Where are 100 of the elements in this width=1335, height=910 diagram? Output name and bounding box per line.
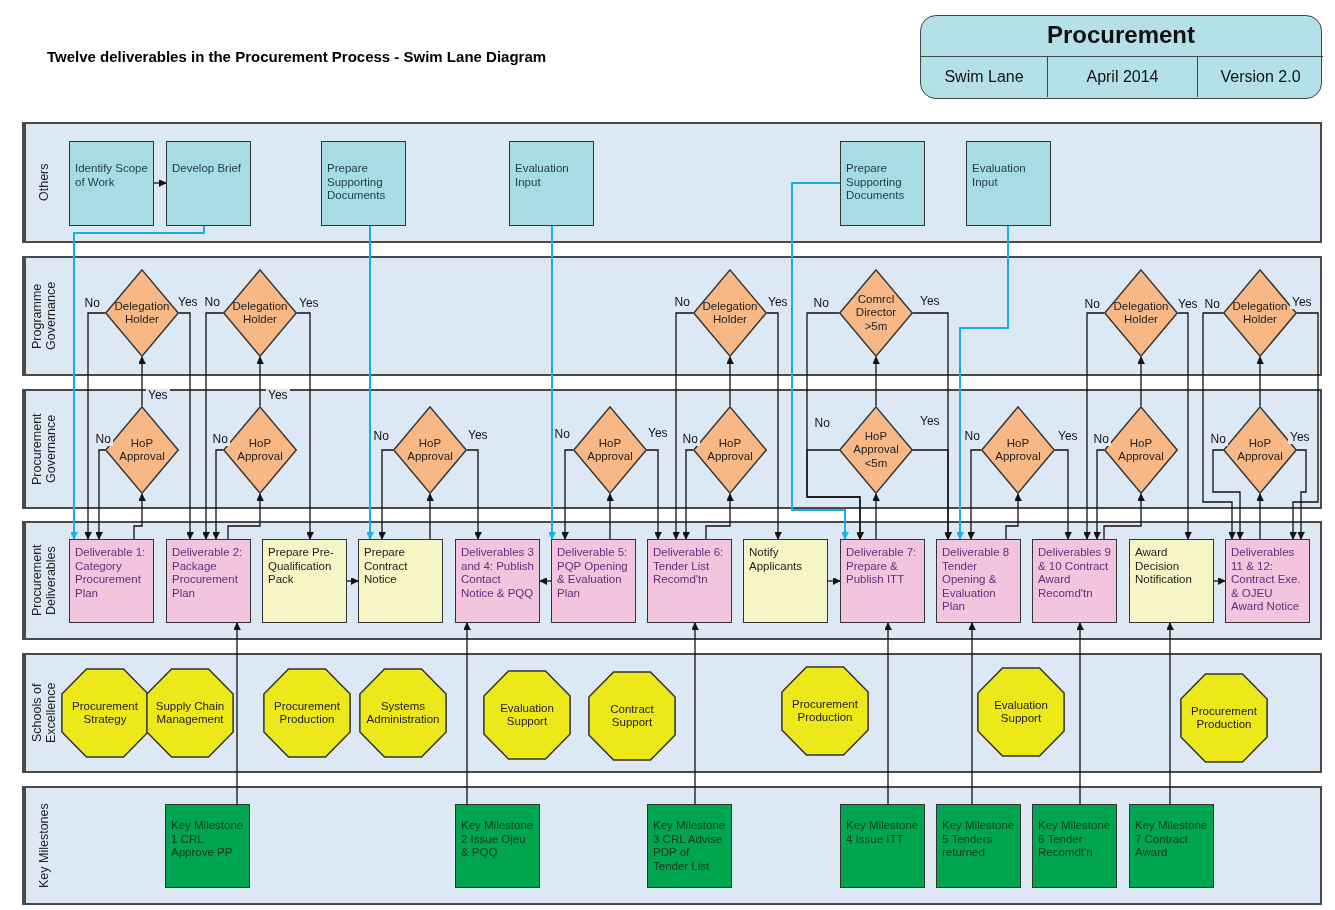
arrow [256, 356, 264, 407]
title-block-cell: Swim Lane [921, 56, 1047, 97]
arrow [366, 225, 374, 540]
arrow [705, 493, 734, 540]
arrow [1213, 577, 1226, 585]
arrow [1005, 493, 1022, 540]
task-box: Evaluation Input [509, 141, 594, 226]
arrow [1256, 356, 1264, 407]
arrow [378, 449, 394, 540]
edge-label: Yes [1056, 430, 1080, 443]
task-box: Prepare Supporting Documents [321, 141, 406, 226]
octagon-shape: Supply Chain Management [146, 668, 234, 758]
arrow [1076, 622, 1084, 805]
decision-diamond: Delegation Holder [223, 269, 297, 357]
arrow [70, 225, 205, 540]
arrow [1212, 449, 1244, 540]
arrow [227, 493, 264, 540]
arrow [346, 577, 359, 585]
edge-label: Yes [466, 429, 490, 442]
arrow [884, 622, 892, 805]
swim-lane [22, 786, 1322, 905]
milestone-box: Key Milestone 5 Tenders returned [936, 804, 1021, 888]
arrow [561, 449, 574, 540]
title-block-heading: Procurement [1045, 20, 1196, 50]
milestone-box: Key Milestone 7 Contract Award [1129, 804, 1214, 888]
arrow [806, 312, 864, 540]
octagon-shape: Procurement Production [1180, 673, 1268, 763]
lane-label: Programme Governance [24, 258, 62, 374]
arrow [212, 449, 224, 540]
arrow [967, 449, 982, 540]
swim-lane [22, 653, 1322, 773]
task-box: Notify Applicants [743, 539, 828, 623]
lane-label: Procurement Governance [24, 391, 62, 507]
decision-diamond: Delegation Holder [693, 269, 767, 357]
arrow [726, 356, 734, 407]
deliverable-box: Deliverable 6: Tender List Recomd'tn [647, 539, 732, 623]
milestone-box: Key Milestone 3 CRL Advise PDP of Tender List [647, 804, 732, 888]
milestone-box: Key Milestone 6 Tender Recomdt'n [1032, 804, 1117, 888]
lane-label: Procurement Deliverables [24, 523, 62, 638]
swim-lane [22, 256, 1322, 376]
octagon-shape: Contract Support [588, 671, 676, 761]
decision-diamond: Comrcl Director >5m [839, 269, 913, 357]
milestone-box: Key Milestone 2 Issue Ojeu & PQQ [455, 804, 540, 888]
task-box: Prepare Contract Notice [358, 539, 443, 623]
arrow [827, 577, 841, 585]
edge-label: Yes [1176, 298, 1200, 311]
arrow [1202, 312, 1236, 540]
octagon-shape: Procurement Production [263, 668, 351, 758]
title-block-cell: April 2014 [1047, 56, 1197, 97]
arrow [682, 449, 694, 540]
arrow [233, 622, 241, 805]
deliverable-box: Deliverable 1: Category Procurement Plan [69, 539, 154, 623]
task-box: Award Decision Notification [1129, 539, 1214, 623]
edge-label: Yes [918, 415, 942, 428]
arrow [872, 356, 880, 407]
arrow [1289, 312, 1319, 540]
edge-label: Yes [646, 427, 670, 440]
deliverable-box: Deliverables 9 & 10 Contract Award Recomd'tn [1032, 539, 1117, 623]
arrow [872, 493, 880, 540]
decision-diamond: HoP Approval [393, 406, 467, 494]
arrow [1093, 449, 1105, 540]
decision-diamond: Delegation Holder [1104, 269, 1178, 357]
arrow [153, 179, 167, 187]
swim-lane [22, 521, 1322, 640]
octagon-shape: Evaluation Support [977, 667, 1065, 757]
milestone-box: Key Milestone 4 Issue ITT [840, 804, 925, 888]
decision-diamond: Delegation Holder [105, 269, 179, 357]
arrow [539, 577, 552, 585]
diagram-title: Twelve deliverables in the Procurement Process - Swim Lane Diagram [47, 48, 547, 65]
arrow [606, 493, 614, 540]
deliverable-box: Deliverable 8 Tender Opening & Evaluation Plan [936, 539, 1021, 623]
swim-lane [22, 122, 1322, 243]
arrow [1054, 449, 1072, 540]
decision-diamond: HoP Approval [573, 406, 647, 494]
arrow [463, 622, 471, 805]
edge-label: Yes [766, 296, 790, 309]
arrow [956, 225, 1009, 540]
arrow [548, 225, 556, 540]
edge-label: Yes [297, 297, 321, 310]
arrow [426, 493, 434, 540]
octagon-shape: Procurement Production [781, 666, 869, 756]
task-box: Prepare Supporting Documents [840, 141, 925, 226]
arrow [1166, 622, 1174, 805]
arrow [766, 312, 782, 540]
deliverable-box: Deliverable 7: Prepare & Publish ITT [840, 539, 925, 623]
decision-diamond: HoP Approval <5m [839, 406, 913, 494]
deliverable-box: Deliverables 11 & 12: Contract Exe. & OJEU Award Notice [1225, 539, 1310, 623]
octagon-shape: Systems Administration [359, 668, 447, 758]
arrow [133, 493, 146, 540]
task-box: Prepare Pre-Qualification Pack [262, 539, 347, 623]
edge-label: Yes [266, 389, 290, 402]
edge-label: Yes [1290, 296, 1314, 309]
arrow [202, 312, 224, 540]
lane-label: Others [24, 124, 62, 241]
task-box: Evaluation Input [966, 141, 1051, 226]
octagon-shape: Procurement Strategy [61, 668, 149, 758]
arrow [1103, 493, 1145, 540]
deliverable-box: Deliverable 2: Package Procurement Plan [166, 539, 251, 623]
task-box: Identify Scope of Work [69, 141, 154, 226]
octagon-shape: Evaluation Support [483, 670, 571, 760]
